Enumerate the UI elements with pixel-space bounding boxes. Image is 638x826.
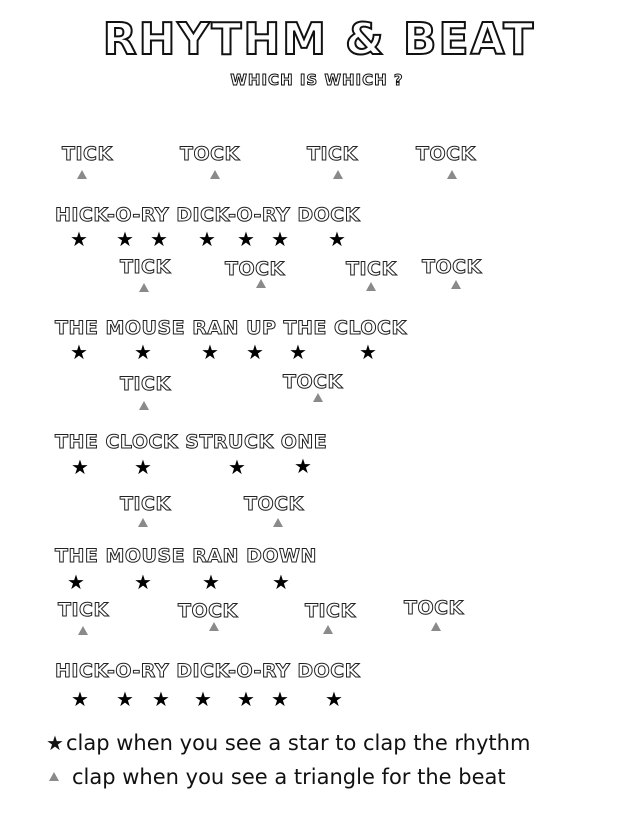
beat-word-tock: TOCK [422,256,482,279]
star-icon: ★ [152,687,170,711]
lyric-line: THE CLOCK STRUCK ONE [54,431,328,454]
beat-word-tick: TICK [120,493,171,516]
beat-word-tick: TICK [58,599,109,622]
star-icon: ★ [228,455,246,479]
star-icon: ★ [202,570,220,594]
star-icon: ★ [359,340,377,364]
beat-word-tick: TICK [120,256,171,279]
triangle-icon [78,626,88,635]
star-icon: ★ [289,340,307,364]
triangle-icon [333,170,343,179]
lyric-line: HICK-O-RY DICK-O-RY DOCK [55,660,360,683]
page-subtitle: WHICH IS WHICH ? [230,71,404,90]
beat-word-tick: TICK [305,600,356,623]
beat-word-tick: TICK [120,373,171,396]
legend-star: ★clap when you see a star to clap the rh… [46,731,530,755]
beat-word-tock: TOCK [225,258,285,281]
triangle-icon [139,283,149,292]
beat-word-tock: TOCK [244,493,304,516]
star-icon: ★ [134,340,152,364]
triangle-icon [451,280,461,289]
triangle-icon [210,170,220,179]
triangle-icon [273,518,283,527]
legend-star-text: clap when you see a star to clap the rhy… [66,731,531,755]
triangle-icon [323,625,333,634]
star-icon: ★ [198,227,216,251]
star-icon: ★ [46,731,64,755]
beat-word-tock: TOCK [283,371,343,394]
beat-word-tock: TOCK [404,597,464,620]
triangle-icon [447,170,457,179]
star-icon: ★ [328,227,346,251]
star-icon: ★ [237,227,255,251]
star-icon: ★ [246,340,264,364]
beat-word-tock: TOCK [178,600,238,623]
triangle-icon [313,393,323,402]
beat-word-tick: TICK [346,258,397,281]
lyric-line: THE MOUSE RAN DOWN [55,545,317,568]
star-icon: ★ [272,570,290,594]
beat-word-tock: TOCK [416,143,476,166]
star-icon: ★ [271,687,289,711]
triangle-icon [256,279,266,288]
star-icon: ★ [67,570,85,594]
star-icon: ★ [71,687,89,711]
star-icon: ★ [116,687,134,711]
triangle-icon [49,772,59,781]
triangle-icon [138,518,148,527]
beat-word-tock: TOCK [180,143,240,166]
star-icon: ★ [201,340,219,364]
triangle-icon [209,622,219,631]
triangle-icon [77,170,87,179]
star-icon: ★ [325,687,343,711]
star-icon: ★ [71,455,89,479]
triangle-icon [139,401,149,410]
star-icon: ★ [134,570,152,594]
star-icon: ★ [134,455,152,479]
lyric-line: HICK-O-RY DICK-O-RY DOCK [55,204,360,227]
star-icon: ★ [194,687,212,711]
star-icon: ★ [150,227,168,251]
beat-word-tick: TICK [62,143,113,166]
star-icon: ★ [70,340,88,364]
triangle-icon [431,622,441,631]
page-title: RHYTHM & BEAT [102,13,536,66]
star-icon: ★ [271,227,289,251]
star-icon: ★ [237,687,255,711]
star-icon: ★ [294,454,312,478]
lyric-line: THE MOUSE RAN UP THE CLOCK [55,317,407,340]
triangle-icon [366,282,376,291]
star-icon: ★ [116,227,134,251]
legend-triangle: clap when you see a triangle for the bea… [46,765,506,789]
star-icon: ★ [70,227,88,251]
beat-word-tick: TICK [307,143,358,166]
legend-triangle-text: clap when you see a triangle for the bea… [72,765,506,789]
